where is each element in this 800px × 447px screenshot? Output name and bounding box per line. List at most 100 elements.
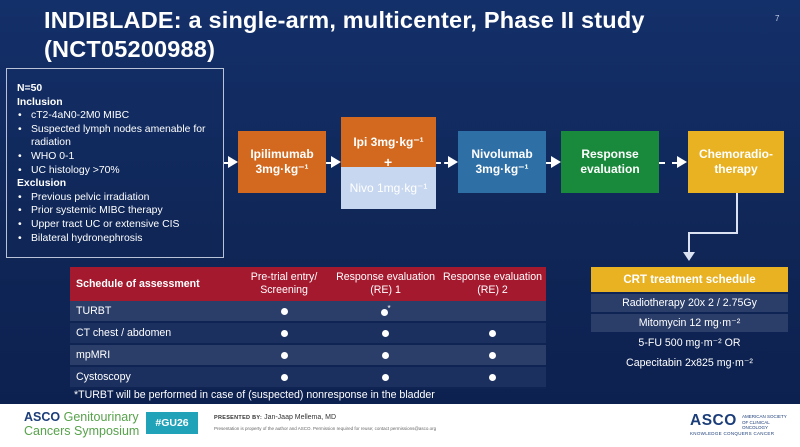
inclusion-item: cT2-4aN0-2M0 MIBC bbox=[17, 109, 217, 123]
schedule-row-label: TURBT bbox=[70, 301, 236, 323]
schedule-cell bbox=[332, 344, 440, 367]
flow-arrow-head bbox=[551, 156, 561, 168]
nivo-dose: 3mg·kg⁻¹ bbox=[475, 162, 529, 176]
flow-arrow-head bbox=[448, 156, 458, 168]
chemo-line2: therapy bbox=[714, 162, 758, 176]
dot-icon bbox=[382, 351, 390, 359]
combo-nivo-dose: Nivo 1mg·kg⁻¹ bbox=[349, 180, 428, 195]
schedule-header: Pre-trial entry/ Screening bbox=[236, 267, 333, 301]
schedule-row: mpMRI bbox=[70, 344, 546, 367]
combo-ipi-dose: Ipi 3mg·kg⁻¹ bbox=[353, 134, 424, 149]
asco-gu-word: ASCO bbox=[24, 410, 61, 424]
footnote-mark: * bbox=[387, 303, 391, 313]
dot-icon bbox=[280, 329, 288, 337]
inclusion-item: UC histology >70% bbox=[17, 164, 217, 178]
combo-ipi-box: Ipi 3mg·kg⁻¹ bbox=[341, 117, 436, 167]
inclusion-item: Suspected lymph nodes amenable for radia… bbox=[17, 123, 217, 150]
asco-gu-logo: ASCO Genitourinary Cancers Symposium bbox=[24, 410, 139, 438]
flow-arrow-line bbox=[546, 162, 552, 164]
connector-line bbox=[688, 232, 738, 234]
schedule-row: CT chest / abdomen bbox=[70, 322, 546, 345]
flow-arrow-head bbox=[331, 156, 341, 168]
dot-icon bbox=[489, 373, 497, 381]
schedule-table: Schedule of assessment Pre-trial entry/ … bbox=[70, 267, 546, 389]
crt-row: Capecitabin 2x825 mg·m⁻² bbox=[626, 357, 753, 369]
ipi-drug: Ipilimumab bbox=[250, 147, 314, 161]
presenter: PRESENTED BY: Jan-Jaap Mellema, MD bbox=[214, 414, 336, 421]
exclusion-item: Bilateral hydronephrosis bbox=[17, 232, 217, 246]
asco-tagline: KNOWLEDGE CONQUERS CANCER bbox=[690, 431, 775, 436]
crt-row: Mitomycin 12 mg·m⁻² bbox=[591, 314, 788, 332]
schedule-cell: * bbox=[332, 301, 440, 323]
flow-arrow-line bbox=[224, 162, 230, 164]
flow-arrow-line bbox=[436, 162, 449, 164]
schedule-row-label: mpMRI bbox=[70, 344, 236, 367]
dot-icon bbox=[489, 329, 497, 337]
asco-logo: ASCO bbox=[690, 412, 737, 429]
exclusion-item: Previous pelvic irradiation bbox=[17, 191, 217, 205]
schedule-header: Response evaluation (RE) 1 bbox=[332, 267, 440, 301]
crt-schedule: Radiotherapy 20x 2 / 2.75Gy Mitomycin 12… bbox=[591, 294, 788, 374]
dot-icon bbox=[280, 373, 288, 381]
sample-size: N=50 bbox=[17, 83, 43, 94]
flow-arrow-line bbox=[659, 162, 678, 164]
schedule-cell bbox=[439, 301, 546, 323]
schedule-footnote: *TURBT will be performed in case of (sus… bbox=[74, 389, 435, 401]
inclusion-item: WHO 0-1 bbox=[17, 150, 217, 164]
footer-bar bbox=[0, 404, 800, 447]
dot-icon bbox=[380, 308, 388, 316]
schedule-cell bbox=[236, 301, 333, 323]
hashtag-badge: #GU26 bbox=[146, 412, 198, 434]
plus-sign: + bbox=[384, 154, 393, 170]
schedule-row-label: CT chest / abdomen bbox=[70, 322, 236, 345]
schedule-row: Cystoscopy bbox=[70, 366, 546, 389]
schedule-cell bbox=[236, 322, 333, 345]
dot-icon bbox=[280, 307, 288, 315]
combo-nivo-box: Nivo 1mg·kg⁻¹ bbox=[341, 167, 436, 209]
schedule-header-row: Schedule of assessment Pre-trial entry/ … bbox=[70, 267, 546, 301]
ipi-dose: 3mg·kg⁻¹ bbox=[255, 162, 309, 176]
exclusion-heading: Exclusion bbox=[17, 178, 67, 190]
schedule-cell bbox=[439, 322, 546, 345]
exclusion-list: Previous pelvic irradiation Prior system… bbox=[17, 191, 217, 245]
crt-heading: CRT treatment schedule bbox=[591, 267, 788, 292]
dot-icon bbox=[382, 329, 390, 337]
response-line2: evaluation bbox=[580, 162, 640, 176]
exclusion-item: Upper tract UC or extensive CIS bbox=[17, 218, 217, 232]
dot-icon bbox=[489, 351, 497, 359]
chemoradiotherapy-box: Chemoradio-therapy bbox=[688, 131, 784, 193]
inclusion-heading: Inclusion bbox=[17, 96, 63, 108]
slide-title: INDIBLADE: a single-arm, multicenter, Ph… bbox=[44, 7, 645, 62]
schedule-cell bbox=[236, 344, 333, 367]
asco-logo-subtitle: AMERICAN SOCIETY OF CLINICAL ONCOLOGY bbox=[742, 414, 787, 430]
schedule-cell bbox=[332, 322, 440, 345]
down-arrow-icon bbox=[683, 252, 695, 261]
response-line1: Response bbox=[581, 147, 639, 161]
presenter-name: Jan-Jaap Mellema, MD bbox=[264, 414, 337, 421]
flow-arrow-head bbox=[228, 156, 238, 168]
page-number: 7 bbox=[775, 14, 780, 23]
dot-icon bbox=[382, 373, 390, 381]
schedule-header: Response evaluation (RE) 2 bbox=[439, 267, 546, 301]
asco-gu-line2: Cancers Symposium bbox=[24, 424, 140, 438]
disclaimer: Presentation is property of the author a… bbox=[214, 426, 437, 431]
connector-line bbox=[736, 193, 738, 233]
exclusion-item: Prior systemic MIBC therapy bbox=[17, 204, 217, 218]
schedule-cell bbox=[439, 366, 546, 389]
schedule-row-label: Cystoscopy bbox=[70, 366, 236, 389]
connector-line bbox=[688, 232, 690, 254]
crt-row: 5-FU 500 mg·m⁻² OR bbox=[638, 337, 741, 349]
chemo-line1: Chemoradio- bbox=[698, 147, 773, 161]
criteria-box: N=50 Inclusion cT2-4aN0-2M0 MIBC Suspect… bbox=[6, 68, 224, 258]
asco-gu-rest: Genitourinary bbox=[63, 410, 139, 424]
schedule-row: TURBT * bbox=[70, 301, 546, 323]
inclusion-list: cT2-4aN0-2M0 MIBC Suspected lymph nodes … bbox=[17, 109, 217, 177]
schedule-cell bbox=[332, 366, 440, 389]
flow-arrow-line bbox=[326, 162, 332, 164]
dot-icon bbox=[280, 351, 288, 359]
